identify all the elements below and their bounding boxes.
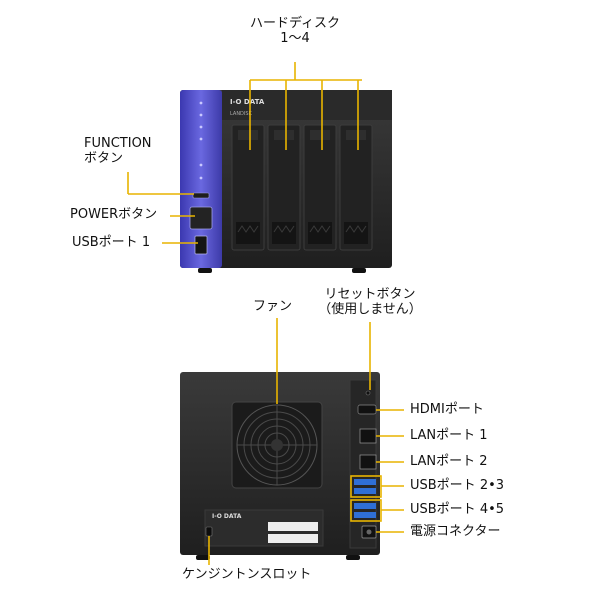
function-label-line2: ボタン [84,150,124,166]
rear-unit [180,372,380,560]
rear-callout-lines [208,318,404,565]
power-connector-label: 電源コネクター [410,524,501,539]
hdd-label: ハードディスク 1〜4 [245,16,345,47]
usb-port-1-label: USBポート 1 [72,235,151,250]
usb-port-4-5-label: USBポート 4•5 [410,502,505,517]
front-callout-lines [127,62,362,244]
hdmi-port-label: HDMIポート [410,402,484,417]
hdd-label-line1: ハードディスク [249,16,341,31]
function-label: FUNCTION ボタン [84,136,152,167]
front-brand-text: I-O DATA [230,98,265,106]
fan-shape [231,401,323,489]
power-button-shape [189,206,213,230]
power-button-label: POWERボタン [70,207,158,222]
kensington-slot-label: ケンジントンスロット [182,567,312,582]
drive-bays [231,124,373,251]
fan-label: ファン [253,299,293,314]
lan-port-2-label: LANポート 2 [410,454,488,469]
front-model-text: LANDISK [230,111,253,117]
reset-label-line2: （使用しません） [318,301,422,317]
status-leds [199,101,203,180]
function-button-shape [192,192,210,199]
lan-port-1-label: LANポート 1 [410,428,488,443]
function-label-line1: FUNCTION [84,136,152,151]
hdd-label-line2: 1〜4 [280,30,310,46]
reset-button-label: リセットボタン （使用しません） [305,287,435,318]
rear-brand-text: I-O DATA [212,513,242,520]
reset-label-line1: リセットボタン [324,287,416,302]
usb-port-1-shape [194,235,208,255]
usb-port-2-3-label: USBポート 2•3 [410,478,505,493]
